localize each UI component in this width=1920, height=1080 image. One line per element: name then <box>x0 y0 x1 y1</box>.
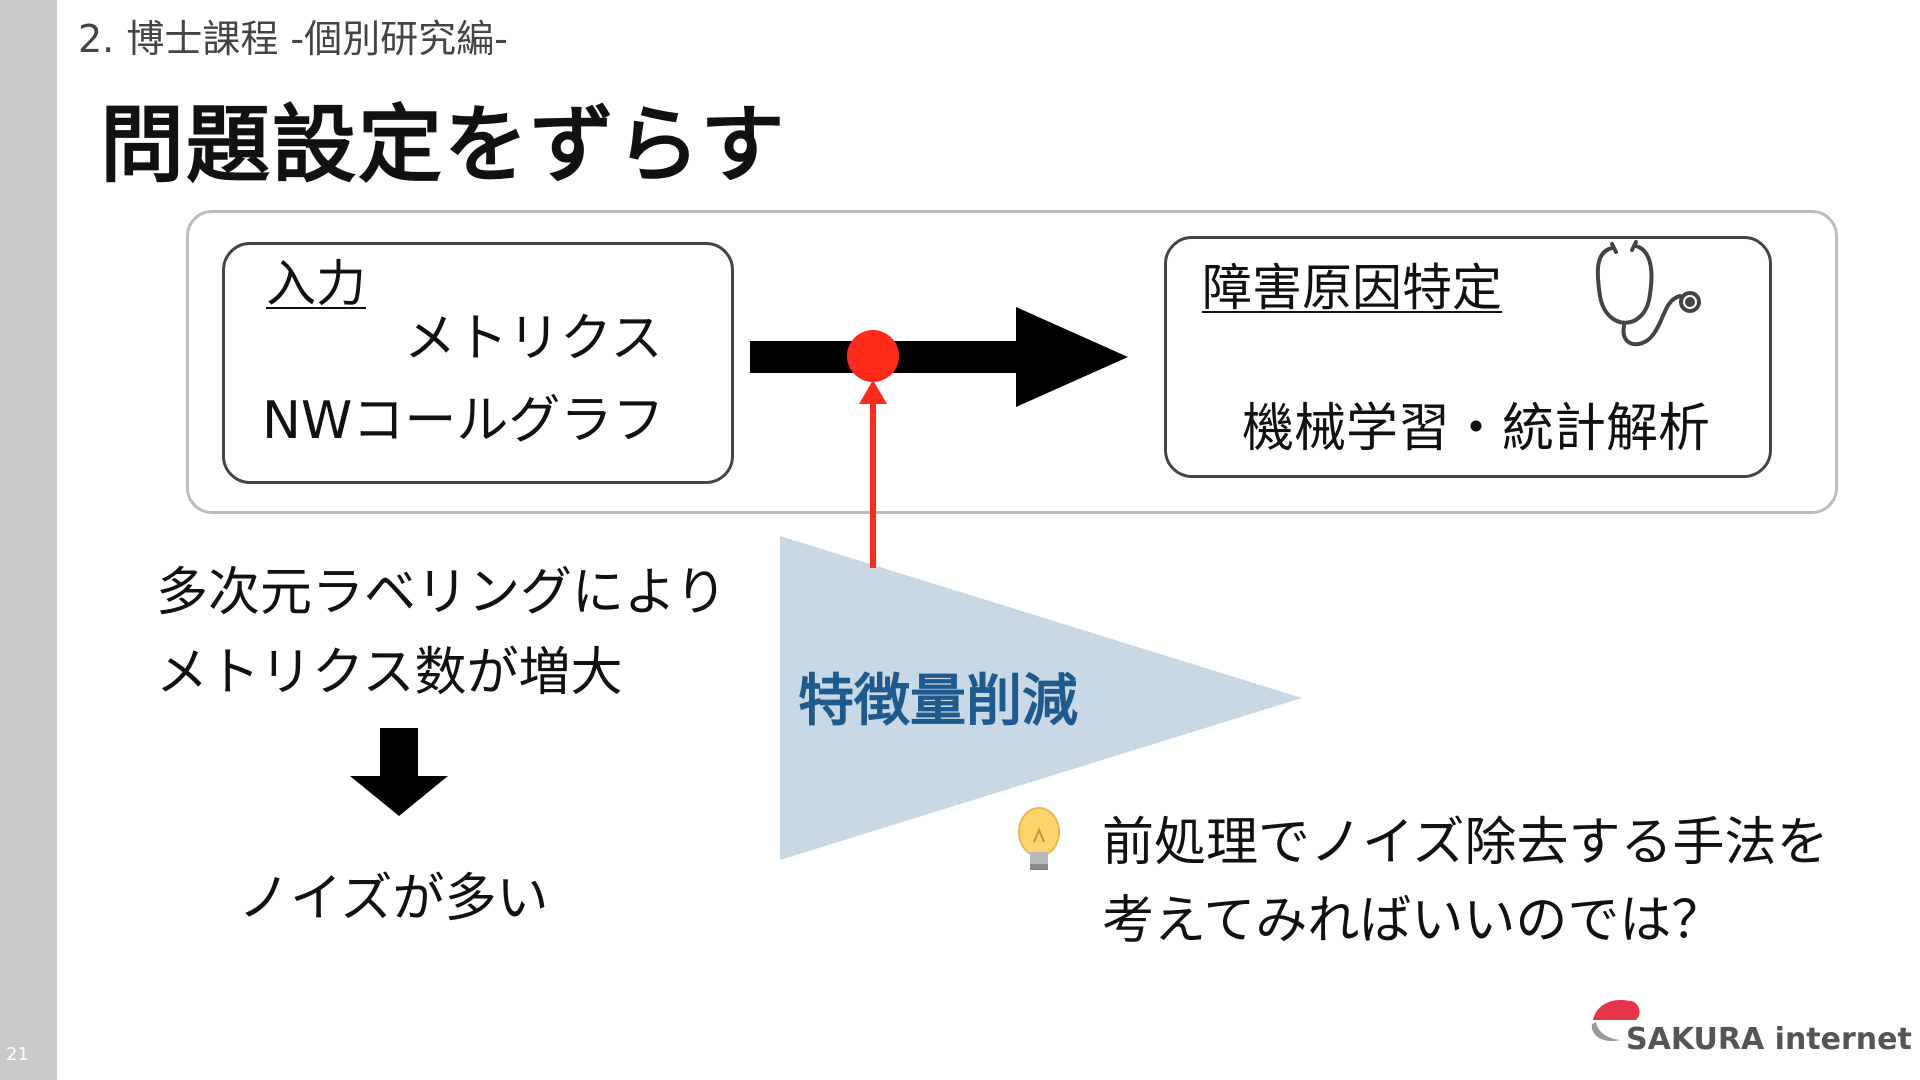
lightbulb-icon <box>1018 807 1060 870</box>
sakura-logo-mark <box>1591 1000 1640 1042</box>
left-note-result: ノイズが多い <box>238 869 549 929</box>
idea-line1: 前処理でノイズ除去する手法を <box>1102 813 1829 873</box>
feature-reduction-label: 特徴量削減 <box>798 669 1078 734</box>
pipeline-frame <box>186 210 1838 514</box>
output-heading: 障害原因特定 <box>1202 259 1502 317</box>
slide-sidebar: 21 <box>0 0 57 1080</box>
input-heading: 入力 <box>266 255 366 313</box>
down-arrow-shaft <box>380 728 418 776</box>
red-insertion-point <box>847 330 899 382</box>
idea-line2: 考えてみればいいのでは？ <box>1102 891 1724 951</box>
input-line-metrics: メトリクス <box>404 309 663 369</box>
left-note-line2: メトリクス数が増大 <box>156 643 623 703</box>
page-number: 21 <box>6 1044 29 1065</box>
slide-title: 問題設定をずらす <box>100 96 787 194</box>
input-line-callgraph: NWコールグラフ <box>262 391 665 451</box>
stethoscope-icon <box>1595 240 1701 347</box>
red-arrow-head <box>859 380 887 404</box>
input-box <box>222 242 734 484</box>
left-note-line1: 多次元ラベリングにより <box>156 563 727 623</box>
main-arrow-head <box>1016 307 1128 407</box>
feature-reduction-funnel <box>780 536 1302 860</box>
down-arrow-head <box>350 776 448 816</box>
section-label: 2. 博士課程 -個別研究編- <box>78 17 508 61</box>
output-body: 機械学習・統計解析 <box>1242 399 1711 459</box>
sakura-logo-text: SAKURA internet <box>1626 1022 1912 1057</box>
output-box <box>1164 236 1772 478</box>
